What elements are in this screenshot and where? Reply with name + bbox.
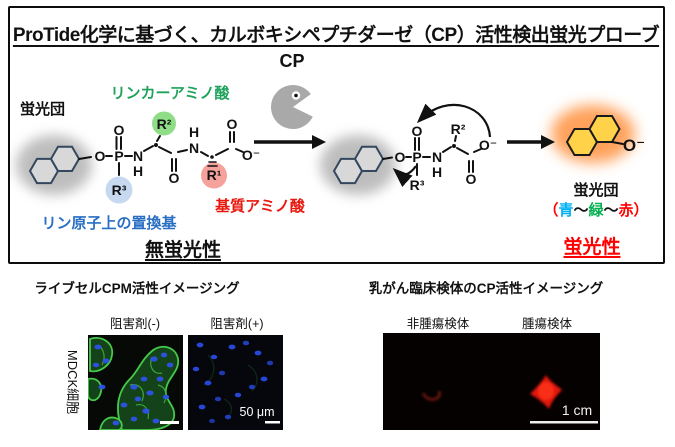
reaction-arrow-2 — [507, 135, 555, 149]
svg-text:O: O — [227, 116, 238, 132]
probe-naphthalene-icon — [28, 145, 81, 185]
fluorescent-state-label: 蛍光性 — [563, 237, 621, 258]
tilde2: ～ — [603, 202, 619, 219]
paren-close: ） — [633, 202, 649, 219]
svg-text:O⁻: O⁻ — [479, 137, 497, 153]
svg-text:O: O — [395, 149, 406, 165]
svg-text:H: H — [189, 124, 199, 140]
probe-bonds — [78, 131, 244, 176]
svg-text:O: O — [412, 123, 423, 139]
scalebar-line — [160, 421, 179, 424]
scalebar-label: 1 cm — [562, 402, 592, 418]
svg-text:R²: R² — [451, 121, 466, 137]
inhibitor-plus-label: 阻害剤(+) — [210, 317, 264, 331]
svg-text:N: N — [133, 148, 143, 164]
fluorophore-label: 蛍光団 — [20, 101, 66, 118]
svg-text:N: N — [189, 140, 199, 156]
svg-text:O: O — [114, 122, 125, 138]
svg-text:R¹: R¹ — [207, 167, 222, 183]
product-bond: O⁻ — [611, 136, 645, 155]
probe-atom-labels: O P O R³ N H R² O H N R¹ O O⁻ — [95, 116, 261, 198]
nonfluorescent-state-label: 無蛍光性 — [144, 240, 221, 261]
live-cell-panel-header: ライブセルCPM活性イメージング — [34, 281, 240, 296]
scalebar-line — [530, 421, 598, 424]
phosphorus-substituent-label: リン原子上の置換基 — [41, 215, 177, 232]
svg-text:R²: R² — [157, 116, 172, 132]
reaction-arrow-1 — [254, 135, 326, 149]
micrograph-inhibitor-plus: 50 μm — [188, 335, 283, 430]
product-fluorophore-label: 蛍光団 — [573, 182, 619, 199]
mdck-cells-row-label: MDCK細胞 — [65, 349, 80, 415]
figure-title: ProTide化学に基づく、カルボキシペプチダーゼ（CP）活性検出蛍光プローブ — [12, 25, 660, 46]
svg-text:O: O — [169, 170, 180, 186]
nontumor-signal — [421, 390, 441, 401]
mechanism-curved-arrows — [392, 103, 492, 188]
svg-text:P: P — [114, 148, 123, 164]
nontumor-specimen-label: 非腫瘍検体 — [406, 317, 470, 331]
tumor-signal — [530, 375, 562, 409]
linker-amino-acid-label: リンカーアミノ酸 — [110, 85, 230, 102]
substrate-amino-acid-label: 基質アミノ酸 — [215, 198, 305, 215]
svg-text:O: O — [95, 148, 106, 164]
blue-label: 青 — [558, 202, 574, 219]
svg-text:P: P — [412, 149, 421, 165]
svg-text:O⁻: O⁻ — [623, 136, 645, 155]
scheme-box: ProTide化学に基づく、カルボキシペプチダーゼ（CP）活性検出蛍光プローブ — [8, 6, 665, 264]
svg-text:O⁻: O⁻ — [242, 147, 260, 163]
svg-text:H: H — [432, 164, 442, 180]
tumor-specimen-label: 腫瘍検体 — [521, 317, 572, 331]
product-naphthalene-icon — [565, 115, 621, 156]
tilde1: ～ — [573, 202, 589, 219]
cp-enzyme-label: CP — [279, 51, 305, 71]
fluorophore-color-range-label: （青～緑～赤） — [538, 199, 654, 220]
specimen-panel-header: 乳がん臨床検体のCP活性イメージング — [368, 281, 604, 296]
intermediate-naphthalene-icon — [332, 145, 385, 185]
svg-text:R³: R³ — [410, 177, 425, 193]
paren-open: （ — [543, 202, 559, 219]
intermediate-bonds — [382, 135, 482, 176]
svg-text:O: O — [466, 171, 477, 187]
micrograph-inhibitor-minus — [88, 335, 183, 430]
r-group-circles — [105, 111, 227, 204]
scalebar-label: 50 μm — [240, 405, 275, 419]
intermediate-atom-labels: O P O R³ N H R² O O⁻ — [395, 121, 498, 193]
reaction-scheme-drawing: O P O R³ N H R² O H N R¹ O O⁻ — [16, 85, 645, 204]
inhibitor-minus-label: 阻害剤(-) — [110, 317, 160, 331]
cp-enzyme-pacman-icon — [270, 85, 313, 130]
scalebar-line — [265, 421, 280, 424]
green-label: 緑 — [588, 202, 604, 219]
specimen-fluorescence-image: 1 cm — [383, 333, 600, 430]
svg-text:R³: R³ — [112, 182, 127, 198]
svg-text:H: H — [133, 163, 143, 179]
svg-text:N: N — [432, 149, 442, 165]
red-label: 赤 — [618, 202, 634, 219]
